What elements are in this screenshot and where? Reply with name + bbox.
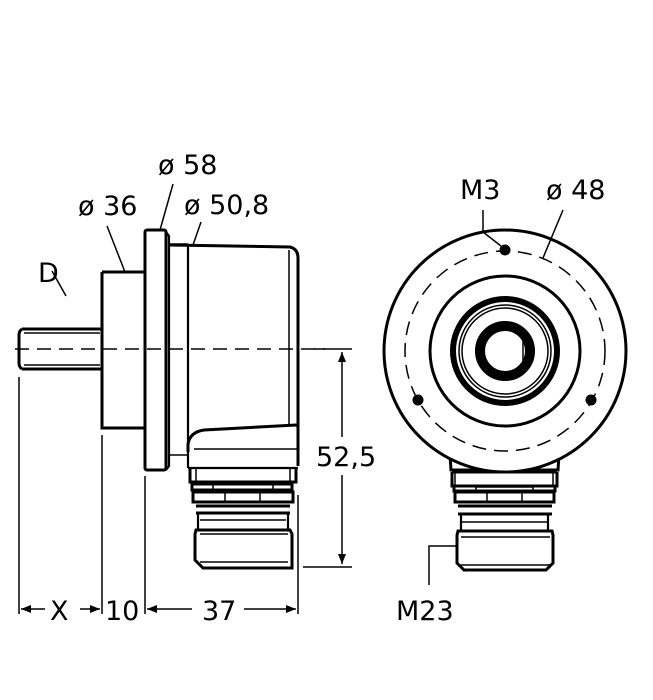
body-length-label: 37	[202, 596, 236, 627]
body-ring	[428, 274, 582, 428]
height-label: 52,5	[316, 442, 376, 473]
shaft-diameter-label: D	[38, 258, 59, 289]
front-flange-outline	[382, 228, 628, 474]
bolt-circle-leader	[542, 209, 564, 259]
bearing-outer-ring	[450, 296, 560, 406]
flange-leader	[159, 183, 174, 231]
m3-label: M3	[460, 175, 500, 206]
side-connector	[188, 468, 298, 570]
m23-leader	[428, 545, 456, 585]
bottom-dimensions: X 10 37	[21, 596, 296, 627]
front-connector	[448, 454, 561, 572]
shaft-length-label: X	[50, 596, 69, 627]
mount-hole-top	[499, 244, 511, 256]
bolt-circle-label: ø 48	[546, 175, 605, 206]
front-view: M3 ø 48 M23	[382, 175, 628, 627]
pilot-length-label: 10	[105, 596, 139, 627]
connector-label: M23	[396, 596, 454, 627]
shaft-bore	[475, 321, 535, 381]
pilot-diameter-label: ø 36	[78, 191, 137, 222]
height-dimension: 52,5	[303, 348, 376, 568]
body-diameter-label: ø 50,8	[184, 190, 269, 221]
bearing-inner-ring	[458, 304, 552, 398]
pilot-collar	[100, 270, 144, 430]
bearing-ring-3	[461, 307, 549, 395]
flange-diameter-label: ø 58	[158, 150, 217, 181]
mount-hole-right	[585, 394, 597, 406]
mount-hole-left	[412, 394, 424, 406]
side-view: D ø 36 ø 58 ø 50,8 52,5 X 10 37	[15, 150, 376, 627]
shaft-leader	[51, 270, 67, 297]
pilot-leader	[106, 225, 126, 273]
m3-leader	[482, 210, 502, 247]
flange	[143, 228, 188, 472]
housing	[169, 243, 300, 470]
body-leader	[192, 221, 202, 246]
